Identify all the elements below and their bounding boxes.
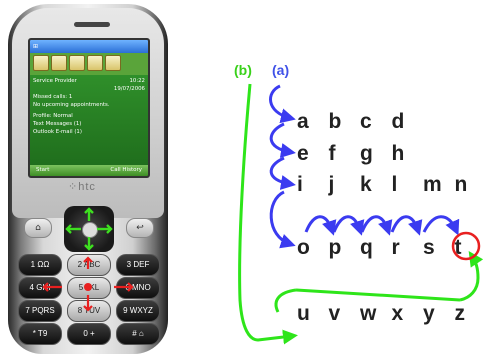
letter-w: w (359, 302, 377, 325)
screen-softkey-bar: Start Call History (30, 165, 148, 176)
letter-x: x (392, 302, 404, 325)
letter-p: p (329, 236, 342, 259)
internet-icon (87, 55, 103, 71)
letter-m: m (423, 173, 442, 196)
dpad (64, 206, 114, 252)
key-0: 0 + (67, 323, 111, 345)
home-key-icon: ⌂ (24, 218, 52, 238)
dpad-arrows-icon (65, 207, 113, 251)
letter-a: a (297, 110, 309, 133)
key-9: 9 WXYZ (116, 300, 160, 322)
letter-i: i (297, 173, 303, 196)
navigation-area: ⌂ ↩ (14, 206, 162, 252)
screen-date: 19/07/2006 (113, 86, 145, 92)
letter-z: z (455, 302, 466, 325)
label-b: (b) (234, 62, 252, 78)
keypad-red-arrows-icon (42, 256, 134, 312)
softkey-left: Start (36, 167, 50, 173)
screen-provider: Service Provider (33, 78, 77, 84)
key-1: 1 ΩΩ (18, 254, 62, 276)
letter-k: k (360, 173, 372, 196)
key-star: * T9 (18, 323, 62, 345)
letter-n: n (455, 173, 468, 196)
contacts-icon (33, 55, 49, 71)
blue-hops-column (269, 84, 296, 249)
messages-icon (51, 55, 67, 71)
letter-f: f (329, 142, 337, 165)
htc-logo: ⁘htc (68, 181, 96, 193)
earpiece (74, 22, 110, 27)
screen-line: Text Messages (1) (33, 121, 82, 127)
key-4: 4 GHI (18, 277, 62, 299)
key-3: 3 DEF (116, 254, 160, 276)
key-7: 7 PQRS (18, 300, 62, 322)
letter-e: e (297, 142, 309, 165)
letter-o: o (297, 236, 310, 259)
letter-b: b (329, 110, 342, 133)
key-hash: # ⌂ (116, 323, 160, 345)
letter-h: h (392, 142, 405, 165)
back-key-icon: ↩ (126, 218, 154, 238)
calendar-icon (69, 55, 85, 71)
screen-line: No upcoming appointments. (33, 102, 110, 108)
htc-phone-image: ⊞ Service Provider 10:22 19/07/2006 Miss… (8, 4, 168, 354)
phone-screen: ⊞ Service Provider 10:22 19/07/2006 Miss… (28, 38, 150, 178)
blue-hops-row (304, 215, 460, 236)
letter-y: y (423, 302, 435, 325)
letter-s: s (423, 236, 435, 259)
highlight-ring-t (451, 231, 481, 261)
letter-l: l (392, 173, 398, 196)
screen-icon-row (30, 53, 148, 75)
letter-t: t (455, 236, 462, 259)
green-path-b (238, 83, 484, 345)
screen-time: 10:22 (129, 78, 145, 84)
letter-c: c (360, 110, 372, 133)
letter-j: j (328, 173, 335, 196)
letter-d: d (392, 110, 405, 133)
screen-today-content: Service Provider 10:22 19/07/2006 Missed… (30, 75, 148, 169)
screen-title-bar: ⊞ (30, 40, 148, 53)
screen-line: Missed calls: 1 (33, 94, 73, 100)
softkey-right: Call History (110, 167, 142, 173)
screen-line: Outlook E-mail (1) (33, 129, 82, 135)
letter-q: q (360, 236, 373, 259)
letter-r: r (392, 236, 400, 259)
settings-icon (105, 55, 121, 71)
letter-v: v (329, 302, 341, 325)
label-a: (a) (272, 62, 289, 78)
screen-line: Profile: Normal (33, 113, 73, 119)
letter-u: u (297, 302, 310, 325)
letter-g: g (360, 142, 373, 165)
windows-start-icon: ⊞ (33, 43, 39, 50)
